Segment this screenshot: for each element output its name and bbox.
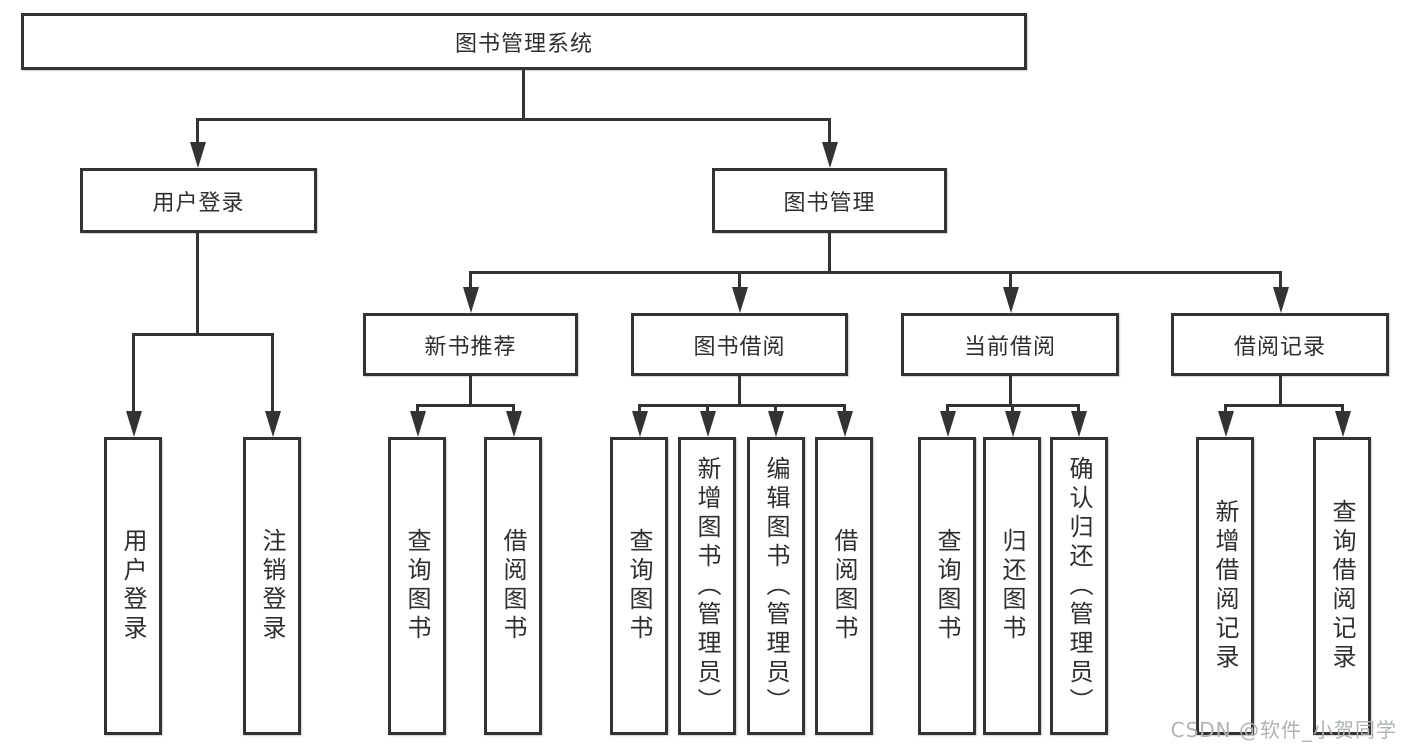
connector-line <box>1341 404 1344 416</box>
arrow-down-icon <box>126 411 142 437</box>
connector-line <box>469 271 1281 274</box>
leaf-add-borrow-record: 新增借阅记录 <box>1196 437 1254 735</box>
connector-line <box>271 333 274 413</box>
node-library-management-system: 图书管理系统 <box>21 13 1027 70</box>
connector-line <box>774 404 777 416</box>
node-book-management: 图书管理 <box>712 168 947 233</box>
arrow-down-icon <box>1071 411 1087 437</box>
leaf-query-books-current: 查询图书 <box>918 437 976 735</box>
node-new-book-recommend: 新书推荐 <box>363 313 578 376</box>
leaf-add-books-admin: 新增图书（管理员） <box>678 437 736 735</box>
arrow-down-icon <box>1005 411 1021 437</box>
arrow-down-icon <box>265 411 281 437</box>
connector-line <box>469 271 472 289</box>
connector-line <box>706 404 709 416</box>
connector-line <box>828 118 831 146</box>
node-book-borrowing: 图书借阅 <box>631 313 848 376</box>
connector-line <box>132 333 135 413</box>
connector-line <box>196 118 831 121</box>
connector-line <box>512 404 515 416</box>
arrow-down-icon <box>1335 411 1351 437</box>
connector-line <box>638 404 846 407</box>
connector-line <box>1279 376 1282 406</box>
connector-line <box>522 70 525 120</box>
connector-line <box>946 404 949 416</box>
connector-line <box>1009 376 1012 406</box>
node-user-login: 用户登录 <box>80 168 317 233</box>
leaf-query-borrow-record: 查询借阅记录 <box>1313 437 1371 735</box>
leaf-user-login: 用户登录 <box>104 437 162 735</box>
arrow-down-icon <box>700 411 716 437</box>
node-current-borrowing: 当前借阅 <box>901 313 1119 376</box>
arrow-down-icon <box>837 411 853 437</box>
leaf-borrow-books-recommend: 借阅图书 <box>484 437 542 735</box>
leaf-edit-books-admin: 编辑图书（管理员） <box>747 437 805 735</box>
leaf-query-books-recommend: 查询图书 <box>388 437 446 735</box>
arrow-down-icon <box>732 287 748 313</box>
csdn-watermark: CSDN @软件_小贺同学 <box>1170 718 1397 742</box>
connector-line <box>132 333 274 336</box>
leaf-confirm-return-admin: 确认归还（管理员） <box>1050 437 1108 735</box>
connector-line <box>828 233 831 273</box>
connector-line <box>1011 404 1014 416</box>
connector-line <box>738 271 741 289</box>
connector-line <box>1224 404 1344 407</box>
connector-line <box>416 404 419 416</box>
arrow-down-icon <box>1273 287 1289 313</box>
arrow-down-icon <box>190 142 206 168</box>
arrow-down-icon <box>822 142 838 168</box>
arrow-down-icon <box>410 411 426 437</box>
connector-line <box>416 404 515 407</box>
node-borrowing-records: 借阅记录 <box>1171 313 1389 376</box>
connector-line <box>196 233 199 335</box>
connector-line <box>196 118 199 146</box>
leaf-borrow-books-borrowing: 借阅图书 <box>815 437 873 735</box>
arrow-down-icon <box>463 287 479 313</box>
arrow-down-icon <box>940 411 956 437</box>
leaf-query-books-borrowing: 查询图书 <box>610 437 668 735</box>
arrow-down-icon <box>632 411 648 437</box>
connector-line <box>843 404 846 416</box>
connector-line <box>1279 271 1282 289</box>
connector-line <box>638 404 641 416</box>
arrow-down-icon <box>1218 411 1234 437</box>
arrow-down-icon <box>768 411 784 437</box>
connector-line <box>1009 271 1012 289</box>
arrow-down-icon <box>1003 287 1019 313</box>
leaf-return-books: 归还图书 <box>983 437 1041 735</box>
connector-line <box>738 376 741 406</box>
arrow-down-icon <box>506 411 522 437</box>
connector-line <box>1224 404 1227 416</box>
leaf-logout: 注销登录 <box>243 437 301 735</box>
connector-line <box>469 376 472 406</box>
connector-line <box>1077 404 1080 416</box>
